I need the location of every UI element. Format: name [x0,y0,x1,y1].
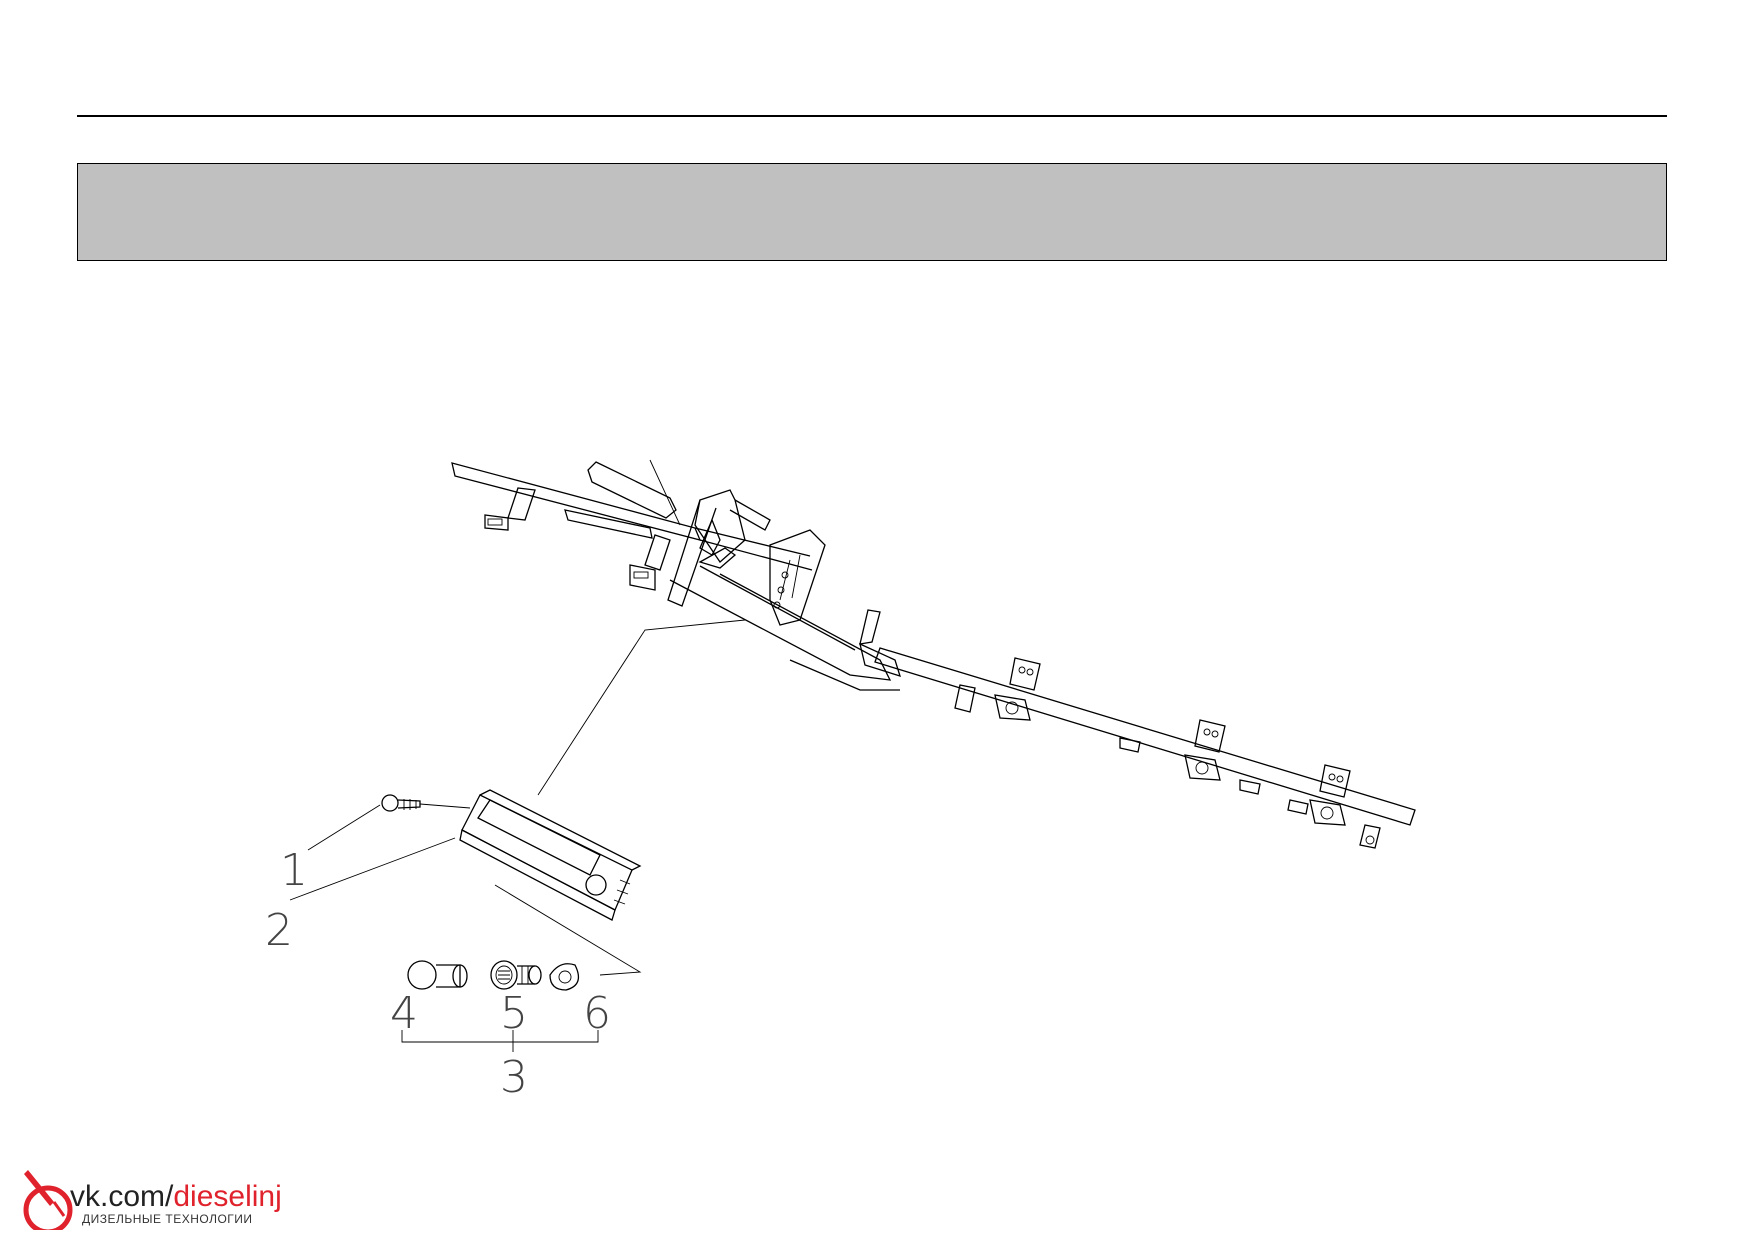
callout-6: 6 [583,988,611,1039]
leader-lines [289,619,746,1052]
upper-bracket-assembly [587,459,901,677]
right-brackets [954,657,1381,849]
ring-part [549,963,580,991]
callout-1: 1 [280,845,308,896]
lighter-housing-part [459,789,642,921]
callout-3: 3 [500,1052,528,1103]
knob-part [407,960,468,990]
callout-2: 2 [265,905,293,956]
element-part [490,960,542,990]
top-rule [77,115,1667,117]
watermark-subtitle: ДИЗЕЛЬНЫЕ ТЕХНОЛОГИИ [82,1212,253,1226]
header-band [77,163,1667,261]
callout-5: 5 [500,988,528,1039]
left-brackets [484,487,671,591]
callout-4: 4 [390,988,418,1039]
watermark-url: vk.com/dieselinj [70,1180,282,1213]
bulb-part [381,794,471,812]
dieselinj-logo [23,1170,73,1230]
